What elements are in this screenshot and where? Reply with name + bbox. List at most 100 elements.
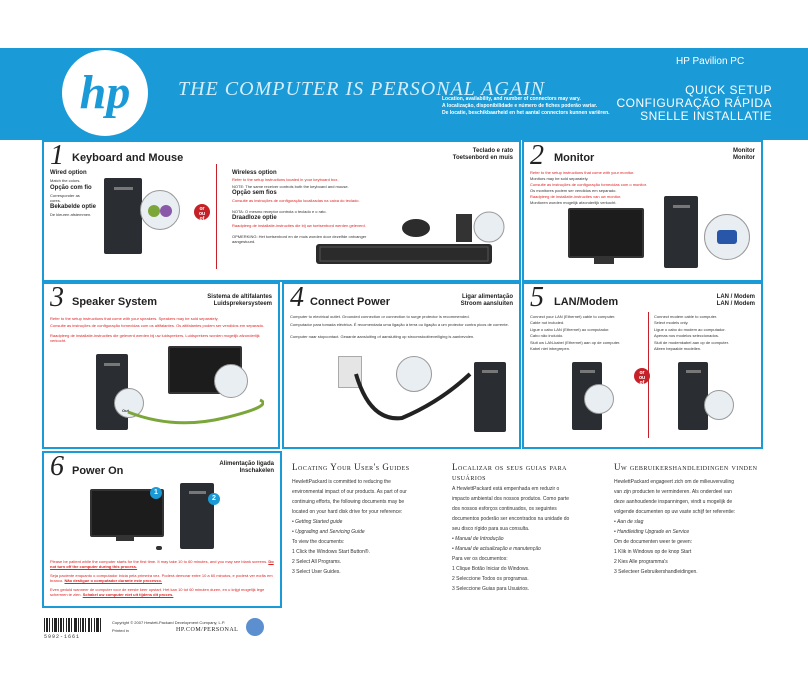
wireless-note-nl: OPMERKING: Het toetsenbord en de muis wo… — [232, 234, 367, 244]
step2-title-pt: Monitor — [733, 148, 755, 154]
guides-pt-line: • Manual de Introdução — [452, 536, 504, 542]
step2-title-nl: Monitor — [733, 155, 755, 161]
or-nl: of — [639, 380, 645, 386]
step2-text-nl: Raadpleeg de installatie-instructies van… — [530, 194, 622, 199]
guides-nl-line: 3 Selecteer Gebruikershandleidingen. — [614, 569, 698, 575]
guides-en-line: located on your hard disk drive for your… — [292, 509, 403, 515]
speaker-cable — [127, 398, 264, 425]
hp-logo-circle — [62, 50, 148, 136]
wireless-option-text: Refer to the setup instructions located … — [232, 177, 339, 182]
step6-number: 6 — [50, 451, 64, 482]
guides-en-line: 3 Select User Guides. — [292, 569, 341, 575]
guides-pt-line: A HewlettPackard está empenhada em reduz… — [452, 486, 560, 492]
step4-title-translations: Ligar alimentação Stroom aansluiten — [461, 294, 513, 308]
guides-pt-line: 2 Seleccione Todos os programas. — [452, 576, 529, 582]
wireless-option-pt-title: Opção sem fios — [232, 190, 277, 196]
step5-panel: 5 LAN/Modem LAN / Modem LAN / Modem Conn… — [522, 282, 763, 449]
modem-note-en: Select models only. — [654, 320, 689, 325]
guides-pt-line: 1 Clique Botão Iniciar do Windows. — [452, 566, 530, 572]
step4-text-pt: Computador para tomada eléctrica. É reco… — [290, 322, 509, 327]
guides-title-nl: Uw gebruikershandleidingen vinden — [614, 462, 758, 472]
guides-nl-line: Om de documenten weer te geven: — [614, 539, 693, 545]
power-on-text-en: Please be patient while the computer sta… — [50, 559, 274, 569]
guides-nl-line: • Handleiding Upgrade en Service — [614, 529, 690, 535]
step4-title: Connect Power — [310, 296, 391, 308]
guides-en-line: To view the documents: — [292, 539, 345, 545]
tagline: THE COMPUTER IS PERSONAL AGAIN — [178, 78, 546, 100]
mouse-icon — [402, 219, 430, 237]
connector-note-en: Location, availability, and number of co… — [442, 96, 581, 102]
modem-note-nl: Alleen bepaalde modellen. — [654, 346, 702, 351]
guides-en-line: HewlettPackard is committed to reducing … — [292, 479, 391, 485]
step2-note-pt: Os monitores podem ser vendidos em separ… — [530, 188, 617, 193]
step6-panel: 6 Power On Alimentação ligada Inschakele… — [42, 451, 282, 608]
power-socket-zoom — [396, 356, 432, 392]
speaker-jack-zoom — [214, 364, 248, 398]
vga-connector-icon — [717, 230, 737, 244]
guides-pt-line: seu disco rígido para sua consulta. — [452, 526, 530, 532]
guides-en-line: • Upgrading and Servicing Guide — [292, 529, 365, 535]
recycle-globe-icon — [246, 618, 264, 636]
power-on-msg-nl: Even geduld wanneer de computer voor de … — [50, 587, 265, 597]
guides-pt-line: • Manual de actualização e manutenção — [452, 546, 541, 552]
modem-text-en: Connect modem cable to computer. — [654, 314, 718, 319]
guides-en-line: environmental impact of our products. As… — [292, 489, 407, 495]
modem-note-pt: Apenas nos modelos seleccionados. — [654, 333, 719, 338]
power-on-warning-pt: Não desligue o computador durante este p… — [64, 578, 163, 583]
lan-text-pt: Ligue o cabo LAN (Ethernet) ao computado… — [530, 327, 610, 332]
step5-title-pt: LAN / Modem — [716, 294, 755, 300]
or-en: or — [639, 370, 645, 376]
step2-text-pt: Consulte as instruções de configuração f… — [530, 182, 647, 187]
step3-title-nl: Luidsprekersysteem — [213, 301, 272, 307]
or-badge: or ou of — [634, 368, 650, 386]
lan-note-pt: Cabo não incluído. — [530, 333, 564, 338]
wired-option-title: Wired option — [50, 170, 87, 176]
wireless-note-pt: NOTA: O mesmo receptor controla o teclad… — [232, 209, 327, 214]
guides-body-pt: A HewlettPackard está empenhada em reduz… — [452, 484, 597, 594]
step2-number: 2 — [530, 140, 544, 171]
step3-number: 3 — [50, 282, 64, 313]
monitor-stand — [116, 535, 134, 541]
step4-title-pt: Ligar alimentação — [461, 294, 513, 300]
step3-title-translations: Sistema de altifalantes Luidsprekersyste… — [207, 294, 272, 308]
step5-title-nl: LAN / Modem — [716, 301, 755, 307]
modem-port-zoom — [704, 390, 734, 420]
step3-panel: 3 Speaker System Sistema de altifalantes… — [42, 282, 280, 449]
product-name: HP Pavilion PC — [676, 56, 745, 67]
lan-text-en: Connect your LAN (Ethernet) cable to com… — [530, 314, 616, 319]
computer-tower — [180, 483, 214, 549]
or-pt: ou — [198, 211, 206, 217]
or-pt: ou — [638, 375, 646, 381]
guides-pt-line: 3 Seleccione Guias para Usuários. — [452, 586, 529, 592]
step4-number: 4 — [290, 282, 304, 313]
guides-nl-line: volgende documenten op uw vaste schijf t… — [614, 509, 736, 515]
lan-text-nl: Sluit uw LAN-kabel (Ethernet) aan op de … — [530, 340, 621, 345]
wireless-option-nl-text: Raadpleeg de installatie-instructies die… — [232, 223, 366, 228]
vga-port-zoom — [704, 214, 750, 260]
modem-text-pt: Ligue o cabo do modem ao computador. — [654, 327, 726, 332]
step2-panel: 2 Monitor Monitor Monitor Refer to the s… — [522, 140, 763, 282]
keyboard-icon — [316, 244, 492, 264]
wireless-option-nl-title: Draadloze optie — [232, 215, 277, 221]
guides-nl-line: HewlettPackard engageert zich om de mili… — [614, 479, 735, 485]
quick-setup-nl: SNELLE INSTALLATIE — [640, 109, 772, 123]
lan-note-nl: Kabel niet inbegrepen. — [530, 346, 571, 351]
step2-text-en: Refer to the setup instructions that com… — [530, 170, 635, 175]
power-on-text-nl: Even geduld wanneer de computer voor de … — [50, 587, 274, 597]
computer-tower — [664, 196, 698, 268]
usb-port-zoom — [473, 211, 505, 243]
guides-title-en: Locating Your User's Guides — [292, 462, 410, 472]
step1-title-translations: Teclado e rato Toetsenbord en muis — [453, 148, 513, 162]
or-arrow — [186, 208, 218, 216]
hp-logo: hp — [79, 66, 131, 119]
ps2-plug-icon — [148, 205, 172, 217]
step5-title: LAN/Modem — [554, 296, 619, 308]
step4-panel: 4 Connect Power Ligar alimentação Stroom… — [282, 282, 521, 449]
copyright: Copyright © 2007 Hewlett-Packard Develop… — [112, 620, 226, 625]
or-badge: or ou of — [194, 204, 210, 222]
lan-port-zoom — [584, 384, 614, 414]
step1-title-nl: Toetsenbord en muis — [452, 155, 513, 161]
guides-pt-line: Para ver os documentos: — [452, 556, 508, 562]
callout-1: 1 — [150, 487, 162, 499]
connector-note-pt: A localização, disponibilidade e número … — [442, 103, 598, 109]
